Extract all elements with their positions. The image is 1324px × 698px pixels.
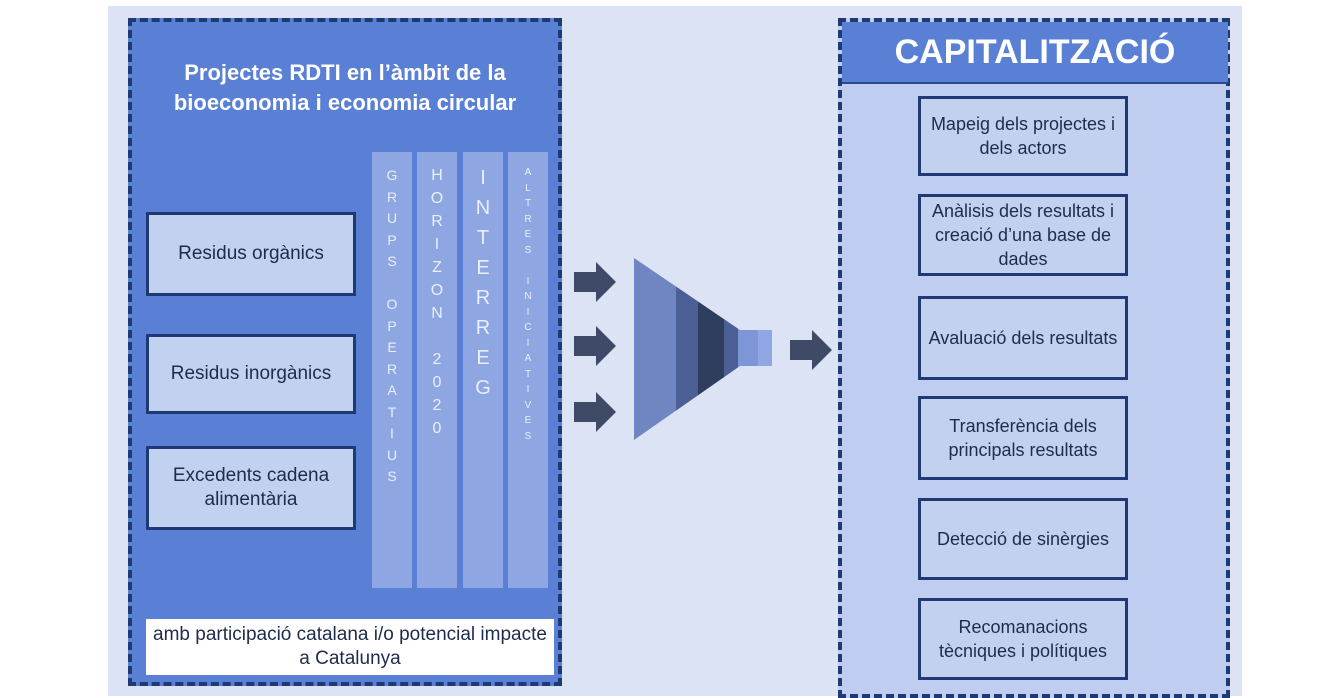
column-letter: S: [524, 244, 532, 256]
step-label: Detecció de sinèrgies: [936, 529, 1110, 549]
step-mapping: Mapeig dels projectes i dels actors: [918, 96, 1128, 176]
column-letter: T: [387, 403, 397, 420]
column-letter: N: [431, 305, 443, 322]
column-letter: E: [476, 257, 490, 279]
column-letter: [390, 276, 394, 298]
category-label: Residus orgànics: [178, 243, 324, 264]
column-letter: R: [386, 188, 398, 205]
column-letter: [435, 329, 439, 352]
column-letter: T: [524, 368, 532, 380]
funnel-icon: [634, 258, 772, 440]
column-letter: I: [526, 337, 530, 349]
step-evaluation: Avaluació dels resultats: [918, 296, 1128, 380]
column-letter: S: [387, 468, 397, 484]
column-letter: R: [475, 287, 491, 309]
step-label: Avaluació dels resultats: [928, 328, 1118, 348]
capitalization-title-text: CAPITALITZACIÓ: [894, 32, 1176, 71]
column-letter: O: [386, 296, 398, 312]
step-synergies: Detecció de sinèrgies: [918, 498, 1128, 580]
column-letter: C: [524, 322, 532, 333]
column-letter: V: [524, 399, 532, 411]
column-letter: R: [431, 213, 443, 230]
participation-note: amb participació catalana i/o potencial …: [146, 619, 554, 675]
column-letter: 2: [432, 397, 442, 414]
column-letter: I: [390, 425, 394, 441]
column-letter: R: [475, 317, 491, 339]
step-recommendations: Recomanacions tècniques i polítiques: [918, 598, 1128, 680]
capitalization-title: CAPITALITZACIÓ: [842, 22, 1228, 84]
note-text: amb participació catalana i/o potencial …: [153, 624, 547, 669]
column-letter: I: [526, 275, 530, 287]
column-letter: A: [524, 353, 532, 364]
column-letter: P: [387, 231, 397, 248]
column-letter: S: [524, 430, 532, 442]
step-label: Recomanacions tècniques i polítiques: [938, 617, 1108, 661]
step-transfer: Transferència dels principals resultats: [918, 396, 1128, 480]
column-letter: U: [386, 446, 398, 463]
column-letter: 2: [432, 351, 442, 368]
category-food-surplus: Excedents cadena alimentària: [146, 446, 356, 530]
column-letter: A: [387, 382, 397, 398]
arrow-right-icon: [574, 392, 616, 432]
column-letter: S: [387, 253, 397, 269]
column-letter: E: [524, 415, 532, 426]
column-letter: N: [475, 197, 491, 219]
step-label: Transferència dels principals resultats: [948, 416, 1098, 460]
column-letter: H: [431, 167, 443, 184]
arrow-right-icon: [574, 326, 616, 366]
column-letter: P: [387, 317, 397, 334]
column-letter: [527, 261, 530, 277]
arrow-right-icon: [790, 330, 832, 370]
column-letter: E: [387, 339, 397, 355]
column-letter: L: [525, 182, 531, 194]
column-letter: E: [476, 347, 490, 369]
column-letter: O: [430, 282, 444, 299]
step-label: Anàlisis dels resultats i creació d’una …: [931, 201, 1115, 269]
column-letter: I: [434, 236, 440, 253]
column-letter: Z: [432, 259, 442, 276]
category-inorganic-waste: Residus inorgànics: [146, 334, 356, 414]
column-letter: I: [526, 306, 530, 318]
column-letter: 0: [432, 374, 442, 391]
step-analysis: Anàlisis dels resultats i creació d’una …: [918, 194, 1128, 276]
step-label: Mapeig dels projectes i dels actors: [930, 114, 1116, 158]
column-letter: A: [524, 167, 532, 178]
category-label: Excedents cadena alimentària: [172, 465, 330, 510]
column-letter: T: [476, 227, 490, 249]
projects-title: Projectes RDTI en l’àmbit de la bioecono…: [173, 60, 517, 115]
column-letter: G: [386, 167, 398, 183]
column-letter: G: [475, 377, 491, 399]
column-letter: 0: [432, 420, 442, 437]
arrow-right-icon: [574, 262, 616, 302]
column-letter: R: [524, 213, 532, 225]
column-letter: I: [526, 384, 530, 395]
column-letter: I: [480, 167, 486, 189]
category-organic-waste: Residus orgànics: [146, 212, 356, 296]
column-letter: N: [524, 291, 532, 302]
category-label: Residus inorgànics: [170, 363, 332, 384]
column-letter: T: [524, 198, 532, 209]
column-letter: O: [430, 190, 444, 207]
column-letter: R: [386, 360, 398, 377]
column-letter: E: [524, 229, 532, 240]
column-letter: U: [386, 210, 398, 226]
